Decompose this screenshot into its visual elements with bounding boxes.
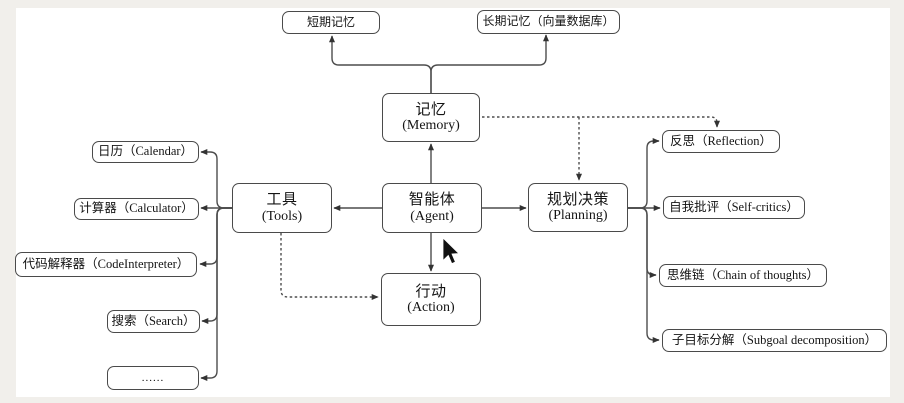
edge-planning-chain <box>628 207 657 278</box>
mouse-pointer-icon <box>442 237 460 265</box>
node-subgoal-decomposition: 子目标分解（Subgoal decomposition） <box>662 329 887 352</box>
edge-memory-shortterm <box>329 35 432 93</box>
node-ellipsis: ...... <box>107 366 199 390</box>
node-agent: 智能体 (Agent) <box>382 183 482 233</box>
edge-tools-ellipsis <box>200 207 232 381</box>
node-calendar: 日历（Calendar） <box>92 141 199 163</box>
node-long-term-memory: 长期记忆（向量数据库） <box>477 10 620 34</box>
node-tools: 工具 (Tools) <box>232 183 332 233</box>
edge-tools-codeinterpreter <box>199 207 232 267</box>
node-search: 搜索（Search） <box>107 310 200 333</box>
node-calculator: 计算器（Calculator） <box>74 198 199 220</box>
edge-planning-reflection <box>628 138 660 209</box>
node-action: 行动 (Action) <box>381 273 481 326</box>
node-code-interpreter: 代码解释器（CodeInterpreter） <box>15 252 197 277</box>
node-self-critics: 自我批评（Self-critics） <box>663 196 805 219</box>
node-short-term-memory: 短期记忆 <box>282 11 380 34</box>
edge-planning-subgoal <box>628 207 660 343</box>
edge-tools-action-dotted <box>280 233 379 300</box>
edge-memory-reflection-dotted <box>482 116 720 128</box>
node-planning: 规划决策 (Planning) <box>528 183 628 232</box>
edge-memory-longterm <box>430 34 549 93</box>
node-reflection: 反思（Reflection） <box>662 130 780 153</box>
node-memory: 记忆 (Memory) <box>382 93 480 142</box>
edge-tools-calendar <box>200 149 232 209</box>
node-chain-of-thoughts: 思维链（Chain of thoughts） <box>659 264 827 287</box>
